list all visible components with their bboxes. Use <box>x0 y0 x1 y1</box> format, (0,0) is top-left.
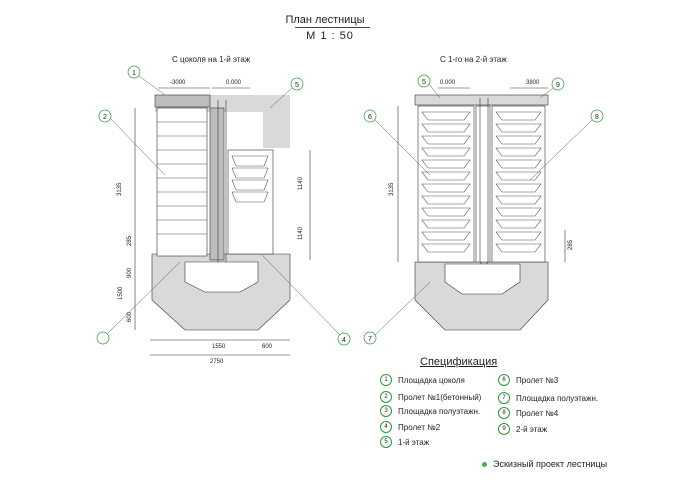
spec-item-9: 9 2-й этаж <box>498 423 547 435</box>
left-dim-1550: 1550 <box>212 344 226 350</box>
footer-label: Эскизный проект лестницы <box>493 459 608 469</box>
right-dim-3135: 3135 <box>389 182 395 196</box>
left-plan <box>134 87 311 356</box>
callout-6 <box>363 109 377 123</box>
spec-label: Пролет №1(бетонный) <box>398 392 482 402</box>
bullet-dot-icon <box>482 461 487 467</box>
callout-4-label: 4 <box>342 337 346 344</box>
callout-1 <box>127 65 141 79</box>
left-dim-3135: 3135 <box>117 182 123 196</box>
spec-num: 6 <box>498 374 510 386</box>
spec-item-4: 4 Пролет №2 <box>380 421 440 433</box>
left-flight-1-treads <box>157 121 207 235</box>
spec-title: Спецификация <box>420 356 498 368</box>
callout-5-right <box>417 74 431 88</box>
spec-label: Площадка полуэтажн. <box>516 393 599 403</box>
right-flight-end <box>444 263 521 295</box>
callout-7 <box>363 331 377 345</box>
spec-label: Пролет №4 <box>516 408 559 418</box>
left-dim-285: 285 <box>127 235 133 246</box>
callout-9-label: 9 <box>556 82 560 89</box>
left-flight-2-treads <box>231 155 269 203</box>
left-dim-1140b: 1140 <box>298 226 304 240</box>
right-center-wall <box>475 105 491 263</box>
left-center-wall <box>209 107 225 261</box>
callout-7-label: 7 <box>368 336 372 343</box>
left-basement-slab <box>154 94 211 108</box>
spec-num: 4 <box>380 421 392 433</box>
spec-item-6: 6 Пролет №3 <box>498 374 558 386</box>
callout-2 <box>98 109 112 123</box>
right-plan <box>397 87 566 331</box>
callout-8 <box>590 109 604 123</box>
callout-2-label: 2 <box>103 114 107 121</box>
spec-num: 8 <box>498 407 510 419</box>
spec-label: Площадка цоколя <box>398 375 465 385</box>
spec-label: 1-й этаж <box>398 437 430 447</box>
right-plan-labels: 0.000 3800 3135 285 <box>389 80 574 250</box>
spec-item-7: 7 Площадка полуэтажн. <box>498 392 598 404</box>
left-dim-600-w: 600 <box>262 344 273 350</box>
callout-4 <box>337 332 351 346</box>
left-dim-600: 600 <box>127 311 133 322</box>
spec-item-5: 5 1-й этаж <box>380 436 429 448</box>
left-level-a: -3000 <box>170 80 186 86</box>
callout-6-label: 6 <box>368 114 372 121</box>
spec-num: 9 <box>498 423 510 435</box>
right-plan-caption: С 1-го на 2-й этаж <box>440 55 507 64</box>
footer: Эскизный проект лестницы <box>482 459 607 469</box>
spec-item-1: 1 Площадка цоколя <box>380 374 465 386</box>
right-top-slab <box>414 94 549 106</box>
left-dim-2750: 2750 <box>210 359 224 365</box>
left-flight-end <box>184 261 259 293</box>
left-level-b: 0.000 <box>226 80 242 86</box>
spec-num: 2 <box>380 391 392 403</box>
callout-3 <box>96 331 110 345</box>
callout-5-right-label: 5 <box>422 79 426 86</box>
callouts <box>96 65 604 346</box>
drawing-scale: М 1 : 50 <box>306 30 354 42</box>
callout-5-left-label: 5 <box>295 82 299 89</box>
title-underline <box>295 27 370 28</box>
left-dim-1500: 1500 <box>118 286 124 300</box>
callout-5-left <box>290 77 304 91</box>
right-flight-3-treads <box>421 111 471 253</box>
left-dim-1140a: 1140 <box>298 176 304 190</box>
spec-label: Площадка полуэтажн. <box>398 406 481 416</box>
spec-item-2: 2 Пролет №1(бетонный) <box>380 391 481 403</box>
callout-8-label: 8 <box>595 114 599 121</box>
drawing-title: План лестницы <box>285 14 365 26</box>
spec-label: Пролет №2 <box>398 422 441 432</box>
callout-9 <box>551 77 565 91</box>
left-dim-900: 900 <box>127 267 133 278</box>
left-plan-labels: -3000 0.000 3135 285 900 1500 600 1550 6… <box>117 80 304 365</box>
spec-item-3: 3 Площадка полуэтажн. <box>380 405 480 417</box>
callout-1-label: 1 <box>132 70 136 77</box>
callout-numbers: 1 2 4 5 5 6 7 8 9 <box>103 70 599 344</box>
right-dim-285: 285 <box>568 239 574 250</box>
spec-label: Пролет №3 <box>516 375 559 385</box>
spec-item-8: 8 Пролет №4 <box>498 407 558 419</box>
spec-num: 5 <box>380 436 392 448</box>
spec-num: 3 <box>380 405 392 417</box>
spec-label: 2-й этаж <box>516 424 548 434</box>
spec-num: 1 <box>380 374 392 386</box>
left-flight-1 <box>156 107 208 257</box>
right-flight-4-treads <box>495 111 542 253</box>
left-plan-caption: С цоколя на 1-й этаж <box>172 55 251 64</box>
right-level-a: 0.000 <box>440 80 456 86</box>
right-level-b: 3800 <box>526 80 540 86</box>
spec-num: 7 <box>498 392 510 404</box>
